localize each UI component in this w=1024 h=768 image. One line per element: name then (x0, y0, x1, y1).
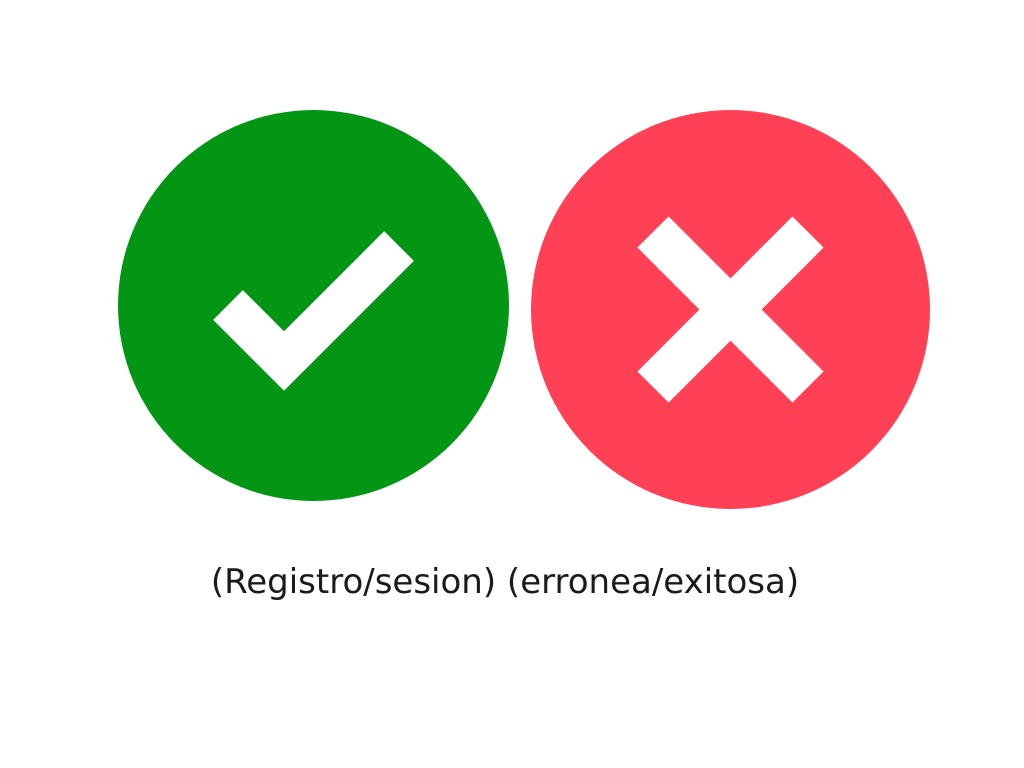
status-caption: (Registro/sesion) (erronea/exitosa) (210, 562, 800, 602)
error-status-circle (531, 110, 930, 509)
success-status-circle (118, 110, 509, 501)
check-mark-icon (118, 110, 509, 501)
cross-mark-icon (531, 110, 930, 509)
